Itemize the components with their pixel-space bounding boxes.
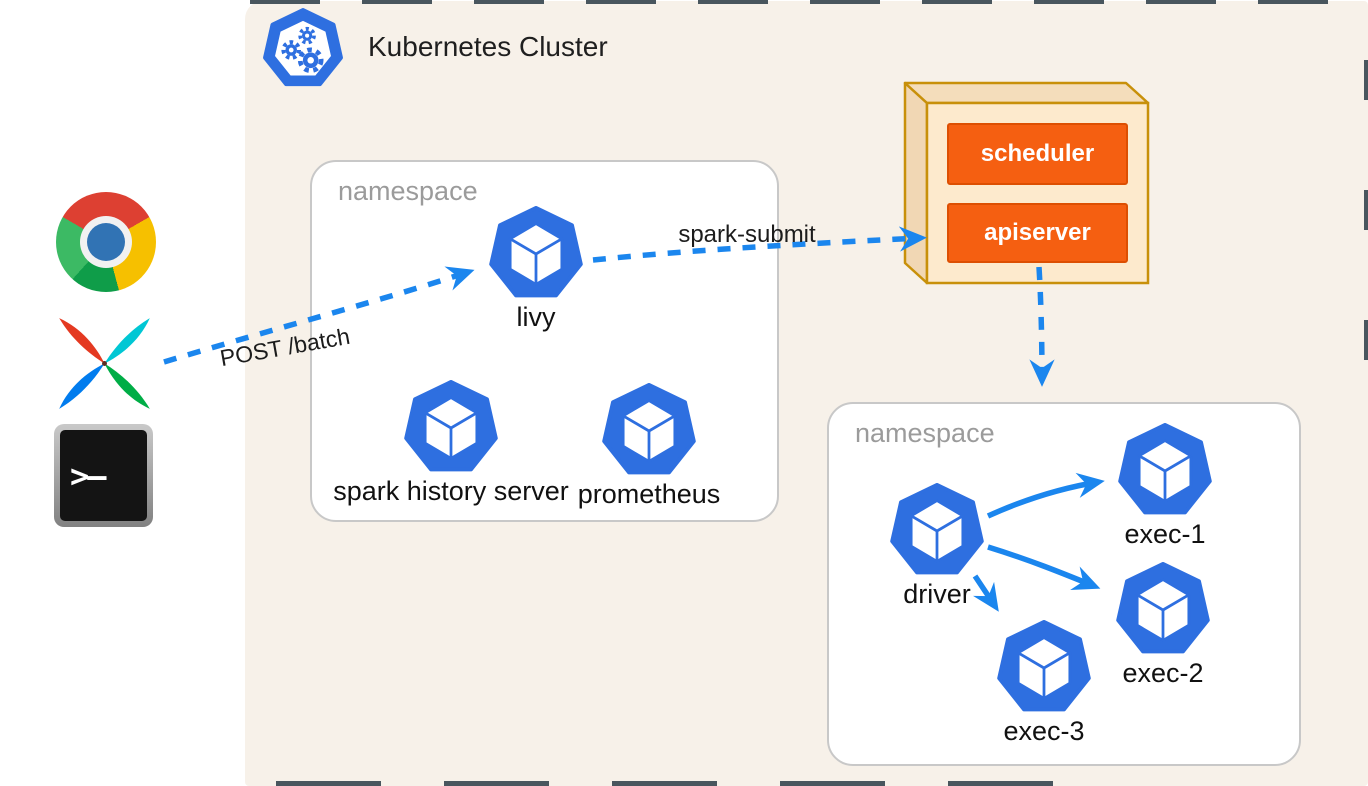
airflow-icon xyxy=(59,318,150,409)
pod-label: exec-3 xyxy=(1003,716,1085,746)
chrome-icon xyxy=(56,192,156,292)
pod-label: driver xyxy=(903,579,971,609)
pod-icon xyxy=(889,483,985,579)
pod-label: exec-2 xyxy=(1122,658,1204,688)
pod-icon xyxy=(996,620,1092,716)
pod-label: exec-1 xyxy=(1124,519,1206,549)
pod-driver: driver xyxy=(817,483,1057,609)
pod-label: prometheus xyxy=(577,479,721,509)
scheduler-label: scheduler xyxy=(980,140,1095,167)
pod-prometheus: prometheus xyxy=(529,383,769,509)
kubernetes-logo-icon xyxy=(263,8,343,87)
pod-icon xyxy=(488,206,584,302)
terminal-icon: >– xyxy=(54,424,153,527)
terminal-prompt: >– xyxy=(70,456,107,495)
pod-livy: livy xyxy=(416,206,656,332)
namespace-label: namespace xyxy=(338,176,478,206)
pod-exec-3: exec-3 xyxy=(924,620,1164,746)
terminal-screen: >– xyxy=(60,430,147,521)
pod-icon xyxy=(1117,423,1213,519)
namespace-label: namespace xyxy=(855,418,995,448)
pod-exec-2: exec-2 xyxy=(1043,562,1283,688)
pod-label: spark history server xyxy=(333,476,569,506)
gear-glyphs xyxy=(281,26,324,74)
apiserver-component: apiserver xyxy=(947,203,1128,263)
arrow-label-spark-submit: spark-submit xyxy=(678,221,816,248)
pod-icon xyxy=(403,380,499,476)
scheduler-component: scheduler xyxy=(947,123,1128,185)
pod-label: livy xyxy=(516,302,556,332)
apiserver-label: apiserver xyxy=(984,219,1091,246)
pod-spark-history-server: spark history server xyxy=(331,380,571,506)
cluster-title: Kubernetes Cluster xyxy=(368,31,608,62)
pod-exec-1: exec-1 xyxy=(1045,423,1285,549)
pod-icon xyxy=(601,383,697,479)
